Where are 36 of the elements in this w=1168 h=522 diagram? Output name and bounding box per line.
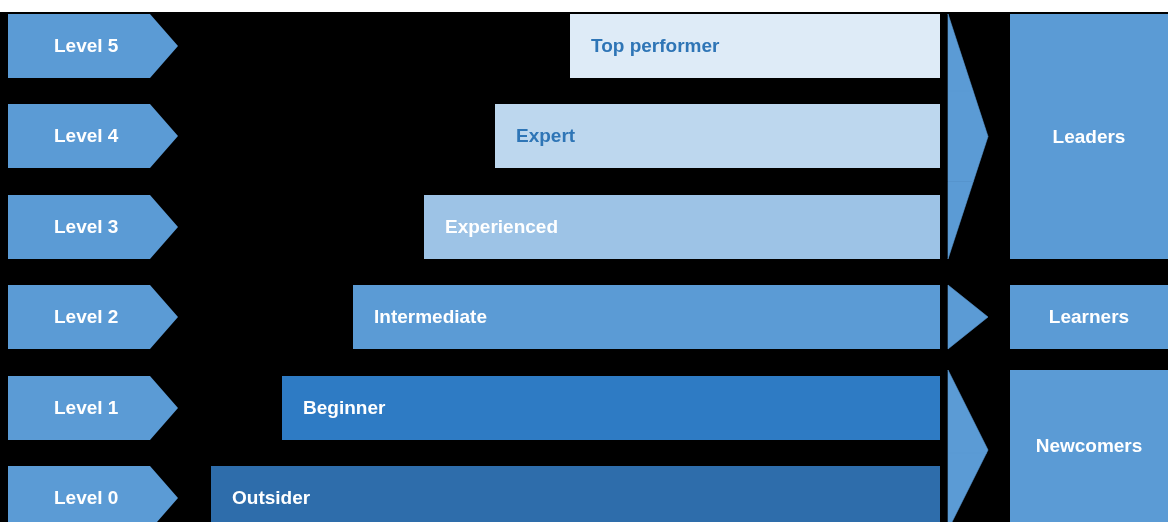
node-label: Intermediate [374,306,487,328]
node-label: Level 1 [54,397,119,419]
node-label: Newcomers [1035,435,1143,457]
level-bar [353,285,940,349]
level-bar [424,195,940,259]
node-label: Top performer [591,35,720,57]
chevron-arrow [947,13,974,92]
level-tab [8,104,178,168]
level-tab [8,195,178,259]
level-bar [211,466,940,522]
level-bar [282,376,940,440]
node-label: Learners [1048,306,1130,328]
node-label: Level 0 [54,487,119,509]
node-label: Level 3 [54,216,119,238]
node-label: Beginner [303,397,386,419]
level-tab [8,14,178,78]
level-bar [495,104,940,168]
level-tab [8,466,178,522]
level-tab [8,285,178,349]
node-label: Level 4 [54,125,119,147]
group-box [1010,370,1168,522]
level-tab [8,376,178,440]
node-label: Level 2 [54,306,119,328]
node-label: Level 5 [54,35,119,57]
chevron-arrow [947,284,989,350]
group-box [1010,14,1168,259]
chevron-arrow [947,452,987,522]
chevron-arrow [947,181,974,260]
chevron-arrow [947,369,989,454]
node-label: Leaders [1052,125,1126,148]
node-label: Expert [516,125,576,147]
node-label: Experienced [445,216,558,238]
group-box [1010,285,1168,349]
chevron-arrow [947,90,989,182]
level-bar [570,14,940,78]
node-label: Outsider [232,487,311,509]
